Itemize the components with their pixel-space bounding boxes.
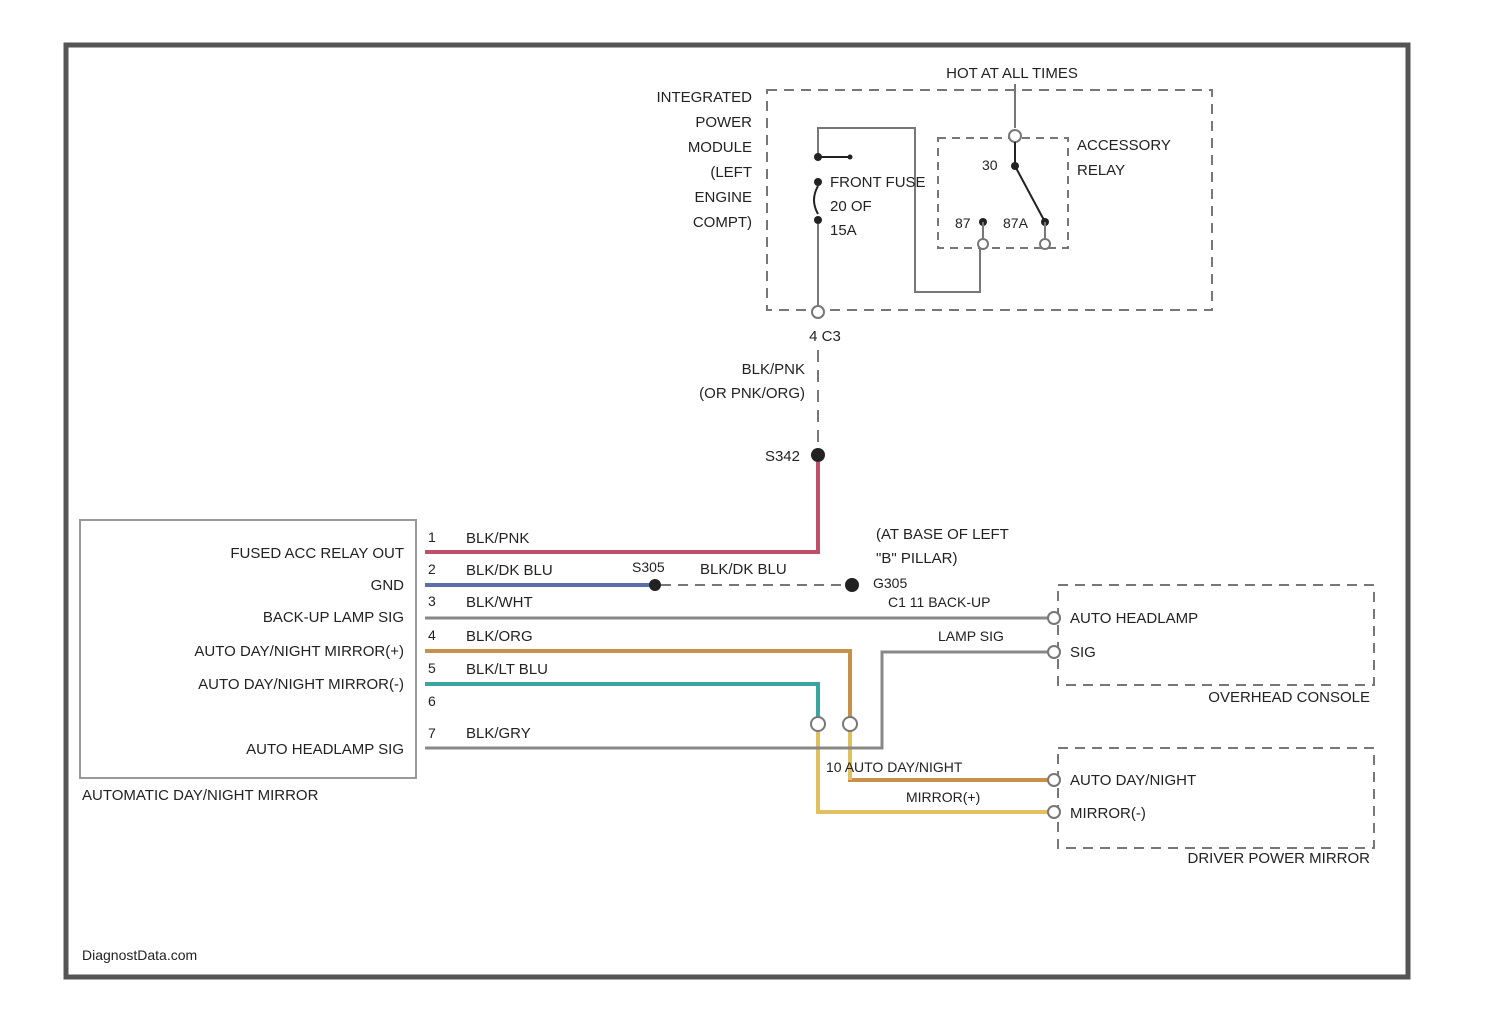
fuse-label-line-3: 15A — [830, 222, 857, 239]
module-label: INTEGRATED POWER MODULE (LEFT ENGINE COM… — [656, 89, 752, 231]
mirror-pin-3-label: BACK-UP LAMP SIG — [263, 609, 404, 626]
module-label-line-6: COMPT) — [693, 214, 752, 231]
module-label-line-5: ENGINE — [694, 189, 752, 206]
wire-1-color: BLK/PNK — [466, 530, 529, 547]
mirror-pin-6-number: 6 — [428, 693, 436, 709]
watermark: DiagnostData.com — [82, 947, 197, 963]
fuse-label-line-1: FRONT FUSE — [830, 174, 926, 191]
overhead-console-title: OVERHEAD CONSOLE — [1208, 689, 1370, 706]
feed-wire-color-1: BLK/PNK — [742, 361, 805, 378]
overhead-pin-2 — [1048, 646, 1060, 658]
overhead-lamp-sig-label: LAMP SIG — [938, 628, 1004, 644]
overhead-pin-1-label: AUTO HEADLAMP — [1070, 610, 1198, 627]
connector-c3-terminal — [812, 306, 824, 318]
driver-mirror-pin-1-label: AUTO DAY/NIGHT — [1070, 772, 1196, 789]
mirror-pin-1-label: FUSED ACC RELAY OUT — [230, 545, 404, 562]
hot-at-all-times-label: HOT AT ALL TIMES — [946, 65, 1078, 82]
wire-2-color: BLK/DK BLU — [466, 562, 553, 579]
relay-terminal-30 — [1009, 130, 1021, 142]
relay-terminal-87a — [1040, 239, 1050, 249]
module-label-line-3: MODULE — [688, 139, 752, 156]
mirror-pin-2-number: 2 — [428, 561, 436, 577]
relay-terminal-87 — [978, 239, 988, 249]
mirror-pin-7-label: AUTO HEADLAMP SIG — [246, 741, 404, 758]
fuse-tap-dot — [848, 155, 853, 160]
mirror-pin-5-label: AUTO DAY/NIGHT MIRROR(-) — [198, 676, 404, 693]
driver-power-mirror-box — [1058, 748, 1374, 848]
connector-c3-label: 4 C3 — [809, 328, 841, 345]
mirror-pin-1-number: 1 — [428, 529, 436, 545]
ground-g305-label: G305 — [873, 575, 907, 591]
mirror-pin-2-label: GND — [371, 577, 405, 594]
wire-4-color: BLK/ORG — [466, 628, 533, 645]
wire-7-color: BLK/GRY — [466, 725, 531, 742]
splice-s305-label: S305 — [632, 559, 665, 575]
mirror-pin-4-number: 4 — [428, 627, 436, 643]
inline-connector-5 — [811, 717, 825, 731]
feed-wire-color-2: (OR PNK/ORG) — [699, 385, 805, 402]
driver-mirror-pin-2 — [1048, 806, 1060, 818]
module-label-line-2: POWER — [695, 114, 752, 131]
relay-switch-arm — [1015, 166, 1045, 222]
overhead-pin-1 — [1048, 612, 1060, 624]
fuse-node-mid — [814, 178, 822, 186]
overhead-backup-label: C1 11 BACK-UP — [888, 594, 990, 610]
wire-3-color: BLK/WHT — [466, 594, 533, 611]
ground-note-line-1: (AT BASE OF LEFT — [876, 526, 1009, 543]
wire-5-color: BLK/LT BLU — [466, 661, 548, 678]
fuse-symbol — [814, 186, 818, 214]
relay-label-line-2: RELAY — [1077, 162, 1125, 179]
driver-mirror-pin-1 — [1048, 774, 1060, 786]
mirror-pin-4-label: AUTO DAY/NIGHT MIRROR(+) — [194, 643, 404, 660]
fuse-node-bottom — [814, 216, 822, 224]
overhead-pin-2-label: SIG — [1070, 644, 1096, 661]
ground-wire-color: BLK/DK BLU — [700, 561, 787, 578]
ground-g305 — [845, 578, 859, 592]
splice-s342-label: S342 — [765, 448, 800, 465]
module-label-line-4: (LEFT — [710, 164, 752, 181]
auto-day-night-mirror-title: AUTOMATIC DAY/NIGHT MIRROR — [82, 787, 319, 804]
driver-mirror-callout-1: 10 AUTO DAY/NIGHT — [826, 759, 963, 775]
splice-s305 — [649, 579, 661, 591]
accessory-relay-box — [938, 138, 1068, 248]
mirror-pin-3-number: 3 — [428, 593, 436, 609]
overhead-console-box — [1058, 585, 1374, 685]
wire-pin-5-mirror-minus — [425, 684, 818, 718]
relay-pin-87-label: 87 — [955, 215, 971, 231]
mirror-pin-7-number: 7 — [428, 725, 436, 741]
driver-power-mirror-title: DRIVER POWER MIRROR — [1187, 850, 1370, 867]
module-label-line-1: INTEGRATED — [656, 89, 752, 106]
diagram-frame — [66, 45, 1408, 977]
fuse-label-line-2: 20 OF — [830, 198, 872, 215]
ground-note-line-2: "B" PILLAR) — [876, 550, 958, 567]
relay-label-line-1: ACCESSORY — [1077, 137, 1171, 154]
relay-pin-30-label: 30 — [982, 157, 998, 173]
relay-pin-87a-label: 87A — [1003, 215, 1029, 231]
driver-mirror-callout-2: MIRROR(+) — [906, 789, 980, 805]
splice-s342 — [811, 448, 825, 462]
driver-mirror-pin-2-label: MIRROR(-) — [1070, 805, 1146, 822]
mirror-pin-5-number: 5 — [428, 660, 436, 676]
inline-connector-4 — [843, 717, 857, 731]
